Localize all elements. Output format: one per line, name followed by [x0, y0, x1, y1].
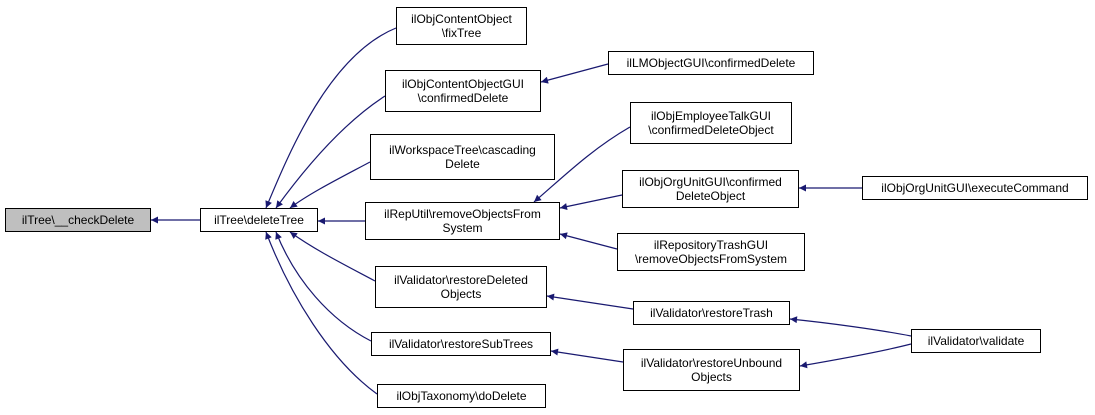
node-content-object-gui-confirmed-delete[interactable]: ilObjContentObjectGUI \confirmedDelete — [385, 70, 541, 112]
node-label-line: ilValidator\restoreTrash — [650, 306, 773, 320]
node-validator-restore-subtrees[interactable]: ilValidator\restoreSubTrees — [371, 332, 551, 356]
node-label-line: ilValidator\restoreSubTrees — [388, 337, 534, 351]
node-orgunit-gui-execute-command[interactable]: ilObjOrgUnitGUI\executeCommand — [862, 176, 1088, 200]
edge-validator_validate-to-validator_restore_trash — [789, 316, 912, 337]
node-validator-restore-deleted-objects[interactable]: ilValidator\restoreDeleted Objects — [375, 266, 547, 308]
node-rep-util-remove-objects[interactable]: ilRepUtil\removeObjectsFrom System — [365, 202, 560, 240]
node-label-line: ilTree\__checkDelete — [21, 213, 135, 227]
node-taxonomy-do-delete[interactable]: ilObjTaxonomy\doDelete — [377, 384, 546, 408]
edge-fix_tree-to-delete_tree — [265, 27, 397, 209]
edge-lm_object_gui_delete-to-content_gui_delete — [540, 63, 609, 84]
node-label-line: ilValidator\validate — [927, 334, 1025, 348]
node-label-line: Objects — [691, 370, 732, 384]
edge-validator_restore_subtrees-to-delete_tree — [275, 231, 372, 342]
node-label-line: \confirmedDelete — [417, 91, 509, 105]
edge-workspace_cascading-to-delete_tree — [289, 161, 371, 209]
node-label-line: ilObjEmployeeTalkGUI — [650, 109, 772, 123]
node-label-line: ilObjTaxonomy\doDelete — [396, 389, 527, 403]
node-label-line: ilLMObjectGUI\confirmedDelete — [626, 56, 796, 70]
node-label-line: ilObjContentObject — [411, 12, 512, 26]
node-label-line: \fixTree — [441, 26, 482, 40]
edge-orgunit_confirmed-to-rep_util_remove — [559, 194, 623, 210]
node-label-line: ilRepUtil\removeObjectsFrom — [384, 207, 541, 221]
node-label-line: ilValidator\restoreDeleted — [394, 273, 528, 287]
node-validator-restore-unbound-objects[interactable]: ilValidator\restoreUnbound Objects — [623, 349, 800, 391]
node-label-line: DeleteObject — [675, 189, 746, 203]
node-content-object-fix-tree[interactable]: ilObjContentObject \fixTree — [396, 7, 527, 45]
edge-trash_gui_remove-to-rep_util_remove — [559, 232, 618, 250]
edge-validator_restore_trash-to-validator_restore_deleted — [546, 293, 634, 310]
node-label-line: \confirmedDeleteObject — [648, 123, 774, 137]
node-orgunit-gui-confirmed-delete[interactable]: ilObjOrgUnitGUI\confirmed DeleteObject — [622, 170, 799, 208]
node-validator-restore-trash[interactable]: ilValidator\restoreTrash — [633, 301, 790, 325]
node-label-line: \removeObjectsFromSystem — [634, 252, 788, 266]
node-tree-check-delete[interactable]: ilTree\__checkDelete — [5, 208, 151, 232]
edge-validator_restore_unbound-to-validator_restore_subtrees — [550, 348, 624, 363]
node-label-line: ilObjOrgUnitGUI\executeCommand — [881, 181, 1069, 195]
edge-content_gui_delete-to-delete_tree — [275, 95, 386, 209]
node-label-line: ilObjContentObjectGUI — [401, 77, 525, 91]
node-lm-object-gui-confirmed-delete[interactable]: ilLMObjectGUI\confirmedDelete — [608, 51, 814, 75]
edge-employee_talk_delete-to-rep_util_remove — [533, 126, 631, 203]
node-label-line: ilRepositoryTrashGUI — [653, 238, 769, 252]
node-label-line: ilValidator\restoreUnbound — [640, 356, 783, 370]
node-label-line: ilWorkspaceTree\cascading — [389, 143, 536, 157]
node-label-line: Delete — [445, 157, 480, 171]
node-employee-talk-gui-delete[interactable]: ilObjEmployeeTalkGUI \confirmedDeleteObj… — [630, 102, 792, 144]
node-label-line: ilTree\deleteTree — [214, 213, 304, 227]
node-repository-trash-gui-remove[interactable]: ilRepositoryTrashGUI \removeObjectsFromS… — [617, 233, 805, 271]
node-workspace-tree-cascading-delete[interactable]: ilWorkspaceTree\cascading Delete — [370, 134, 555, 180]
node-label-line: Objects — [440, 287, 482, 301]
node-validator-validate[interactable]: ilValidator\validate — [911, 329, 1041, 353]
edge-validator_validate-to-validator_restore_unbound — [799, 343, 912, 369]
edge-validator_restore_deleted-to-delete_tree — [289, 231, 376, 282]
node-tree-delete-tree[interactable]: ilTree\deleteTree — [200, 208, 318, 232]
node-label-line: ilObjOrgUnitGUI\confirmed — [639, 175, 782, 189]
node-label-line: System — [442, 221, 483, 235]
edge-taxonomy_do_delete-to-delete_tree — [265, 231, 378, 395]
